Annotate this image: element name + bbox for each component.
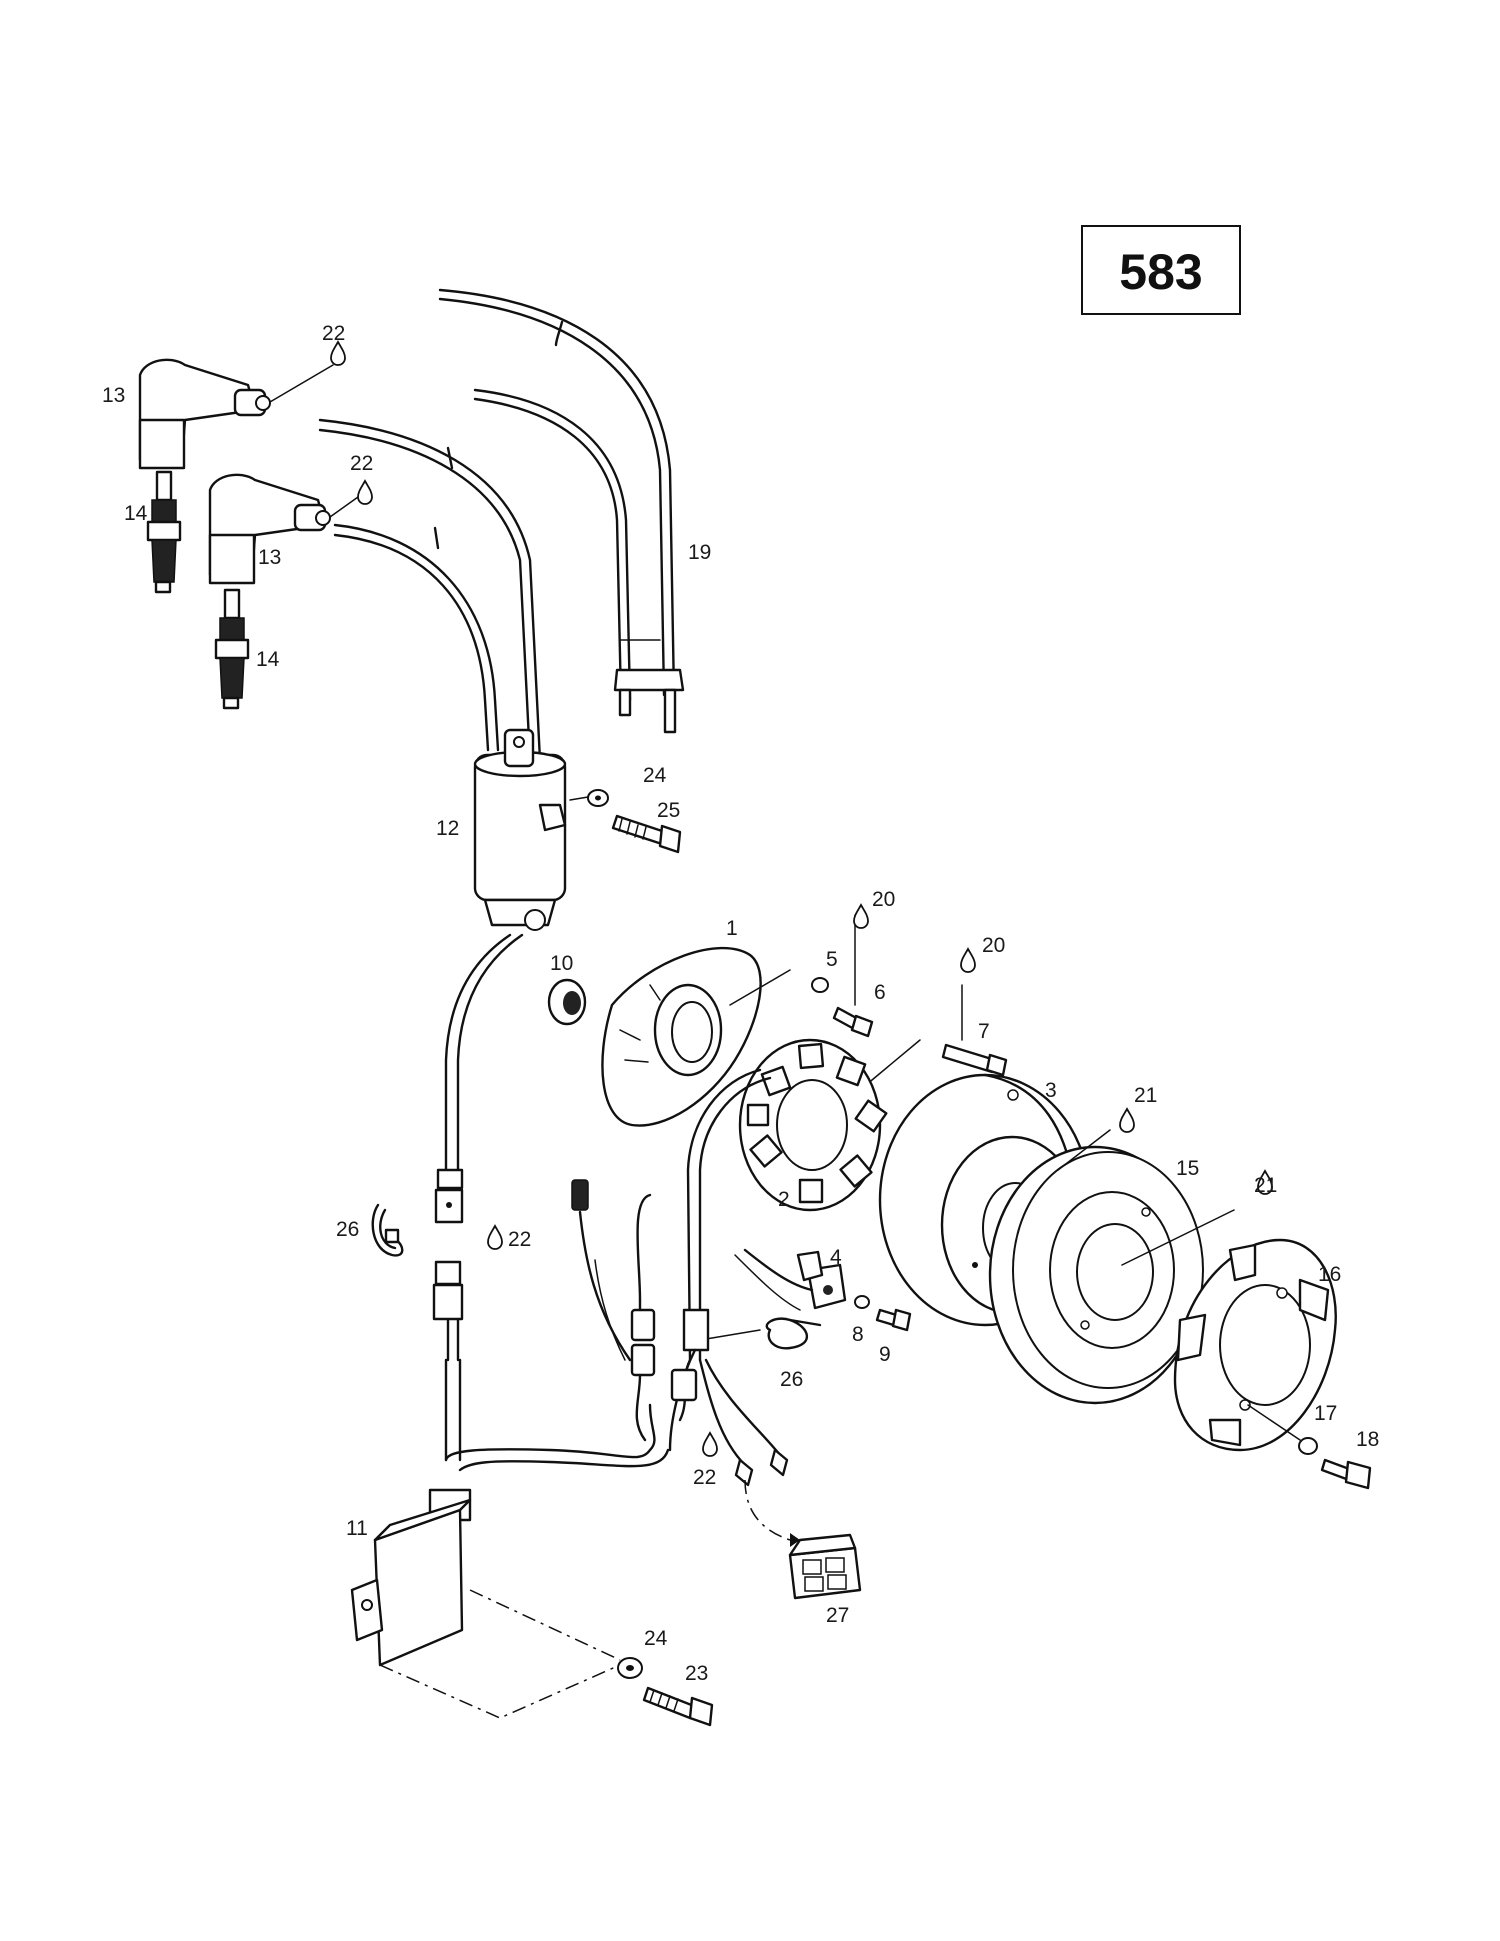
- callout-21-upper: 21: [1134, 1084, 1157, 1107]
- trigger-plate: [601, 946, 762, 1127]
- bolt-18: [1320, 1458, 1372, 1490]
- callout-4: 4: [830, 1246, 842, 1269]
- screw-6: [832, 1006, 874, 1038]
- callout-2: 2: [778, 1188, 790, 1211]
- callout-16: 16: [1318, 1263, 1341, 1286]
- callout-22-plug-upper: 22: [322, 322, 345, 345]
- high-tension-wires: [318, 288, 685, 762]
- callout-25: 25: [657, 799, 680, 822]
- callout-10: 10: [550, 952, 573, 975]
- callout-21-lower: 21: [1254, 1174, 1277, 1197]
- callout-27: 27: [826, 1604, 849, 1627]
- callout-26-left: 26: [336, 1218, 359, 1241]
- callout-20-upper: 20: [872, 888, 895, 911]
- coil-harness: [432, 933, 670, 1472]
- spark-plug-upper: [146, 470, 182, 594]
- sensor-bracket-4: [743, 1248, 847, 1310]
- drop-icon: [960, 948, 976, 973]
- washer-17: [1298, 1437, 1318, 1455]
- callout-22-harness: 22: [693, 1466, 716, 1489]
- callout-18: 18: [1356, 1428, 1379, 1451]
- tie-wrap-left: [371, 1203, 404, 1257]
- callout-13-lower: 13: [258, 546, 281, 569]
- callout-14-lower: 14: [256, 648, 280, 671]
- screw-7: [941, 1043, 1008, 1077]
- callout-22-plug-lower: 22: [350, 452, 373, 475]
- callout-19: 19: [688, 541, 711, 564]
- screw-9: [875, 1308, 912, 1332]
- drop-icon: [330, 341, 346, 366]
- callout-12: 12: [436, 817, 459, 840]
- callout-1: 1: [726, 917, 738, 940]
- callout-17: 17: [1314, 1402, 1337, 1425]
- callout-9: 9: [879, 1343, 891, 1366]
- stator: [738, 1038, 888, 1212]
- callout-8: 8: [852, 1323, 864, 1346]
- callout-24-lower: 24: [644, 1627, 668, 1650]
- callout-20-lower: 20: [982, 934, 1005, 957]
- drop-icon: [702, 1432, 718, 1457]
- callout-13-upper: 13: [102, 384, 125, 407]
- callout-14-upper: 14: [124, 502, 148, 525]
- washer-5: [811, 977, 829, 993]
- cdi-module: [350, 1488, 472, 1667]
- washer-24-upper: [587, 789, 609, 807]
- callout-5: 5: [826, 948, 838, 971]
- callout-6: 6: [874, 981, 886, 1004]
- connector-27: [788, 1533, 862, 1600]
- callout-22-connector: 22: [508, 1228, 531, 1251]
- ignition-coil: [473, 728, 567, 931]
- washer-24-lower: [617, 1657, 643, 1679]
- bolt-25: [611, 814, 682, 854]
- grommet-10: [547, 978, 587, 1026]
- callout-11: 11: [346, 1517, 368, 1540]
- callout-15: 15: [1176, 1157, 1199, 1180]
- callout-3: 3: [1045, 1079, 1057, 1102]
- drop-icon: [853, 904, 869, 929]
- washer-8: [854, 1295, 870, 1309]
- diagram-number-box: 583: [1081, 225, 1241, 315]
- spark-plug-cap-upper: [138, 358, 271, 470]
- callout-24-upper: 24: [643, 764, 667, 787]
- stator-harness: [668, 1068, 801, 1487]
- callout-26-right: 26: [780, 1368, 803, 1391]
- ring-gear: [988, 1145, 1204, 1405]
- callout-7: 7: [978, 1020, 990, 1043]
- harness-connectors: [571, 1179, 656, 1442]
- connector-27-arrow: [744, 1479, 800, 1547]
- diagram-number: 583: [1119, 244, 1202, 300]
- spark-plug-cap-lower: [208, 473, 331, 585]
- spark-plug-lower: [214, 588, 250, 710]
- drop-icon: [1119, 1108, 1135, 1133]
- tie-wrap-right: [765, 1317, 822, 1350]
- drop-icon: [357, 480, 373, 505]
- bolt-23: [642, 1686, 714, 1727]
- callout-23: 23: [685, 1662, 708, 1685]
- starting-pulley: [1173, 1238, 1337, 1452]
- drop-icon: [487, 1225, 503, 1250]
